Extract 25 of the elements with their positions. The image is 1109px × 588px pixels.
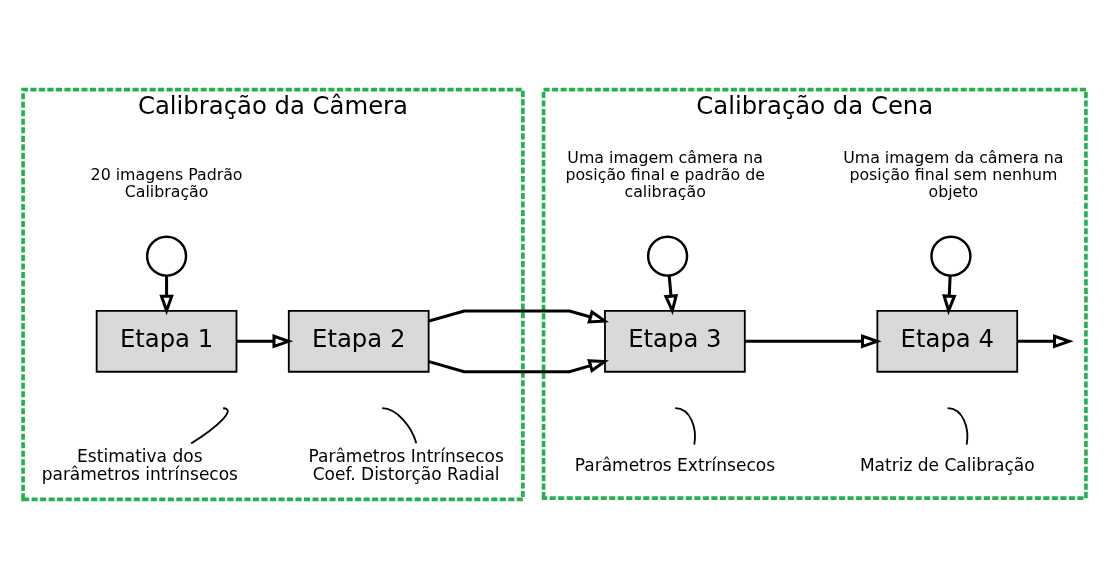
connector (946, 406, 969, 445)
node-label: Uma imagem câmera na posição final e padrão de calibração (565, 147, 765, 201)
node-box: Etapa 4 (876, 309, 1019, 373)
arrow (745, 333, 882, 349)
node-text: Parâmetros Extrínsecos (574, 454, 776, 475)
arrow (942, 275, 957, 315)
node-box: Etapa 1 (95, 309, 238, 373)
node-circle (646, 235, 689, 277)
node-box: Etapa 3 (604, 309, 746, 373)
connector (381, 406, 418, 444)
connector (674, 406, 696, 445)
arrow (159, 275, 174, 315)
arrow (663, 275, 679, 315)
node-text: Estimativa dos parâmetros intrínsecos (41, 445, 238, 484)
connector (190, 406, 229, 444)
arrow (428, 308, 609, 373)
node-text: Parâmetros Intrínsecos Coef. Distorção Radial (308, 445, 504, 484)
arrow (236, 333, 294, 349)
node-box: Etapa 2 (287, 309, 430, 373)
node-label: 20 imagens Padrão Calibração (90, 164, 243, 201)
node-text: Matriz de Calibração (859, 454, 1035, 475)
arrow (1017, 333, 1074, 349)
node-circle (930, 235, 972, 277)
node-circle (145, 235, 188, 277)
node-label: Uma imagem da câmera na posição final sem nenhum objeto (843, 147, 1064, 201)
